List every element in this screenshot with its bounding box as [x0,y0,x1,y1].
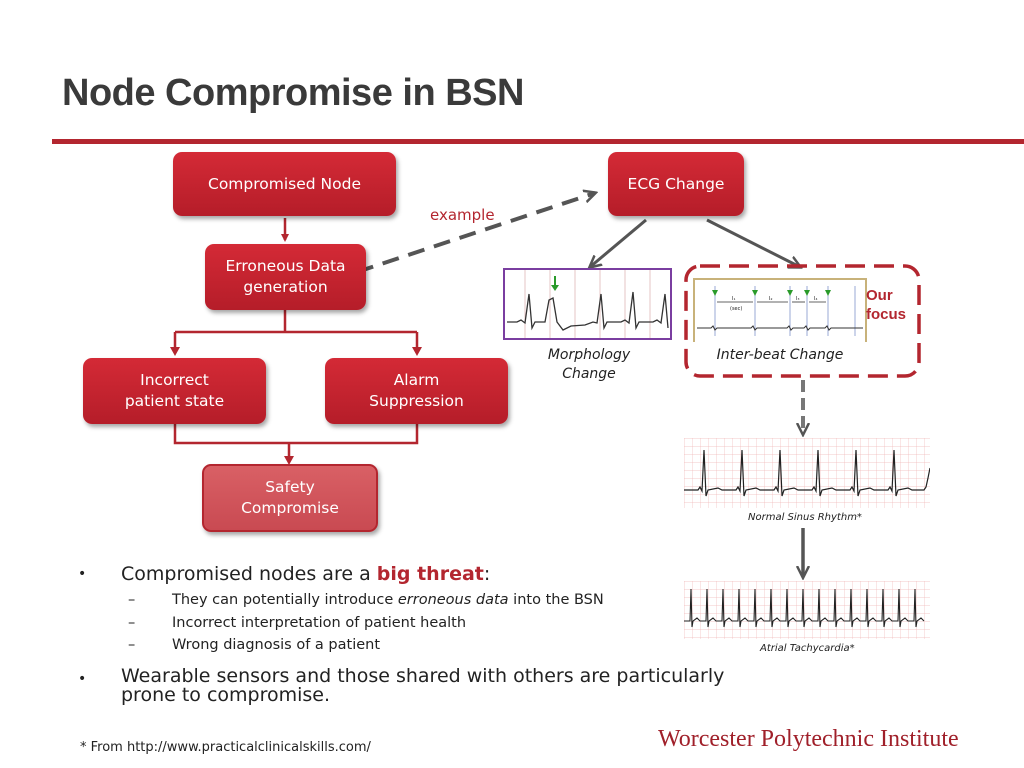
bullet-list: • Compromised nodes are a big threat: – … [78,563,778,709]
dash-marker: – [128,614,136,631]
sub-bullet-1-italic: erroneous data [397,592,509,608]
arrow-ecg-to-interbeat [706,218,800,267]
morphology-ecg-trace [507,270,669,338]
page-title: Node Compromise in BSN [62,72,524,114]
interbeat-tick-1: I₁ [732,296,735,302]
interbeat-tick-4: I₄ [814,296,817,302]
bullet-marker: • [78,670,87,687]
bullet-item-2: • Wearable sensors and those shared with… [78,664,778,706]
alarm-suppression-label: Alarm Suppression [369,371,464,410]
interbeat-unit: (sec) [730,306,742,312]
bullet-1-post: : [483,563,491,585]
atrial-tachy-strip [684,581,930,639]
interbeat-ecg-image: I₁ I₂ I₃ I₄ (sec) [693,278,867,342]
sub-bullet-2: – Incorrect interpretation of patient he… [78,612,778,635]
sub-bullet-1: – They can potentially introduce erroneo… [78,589,778,612]
normal-sinus-trace [684,438,931,508]
footnote: * From http://www.practicalclinicalskill… [80,740,371,755]
sub-bullet-3: – Wrong diagnosis of a patient [78,634,778,657]
normal-sinus-caption: Normal Sinus Rhythm* [748,512,862,523]
institution-logo-text: Worcester Polytechnic Institute [658,726,959,752]
our-focus-label: Our focus [866,287,907,323]
sub-bullet-3-text: Wrong diagnosis of a patient [172,637,381,653]
incorrect-state-label: Incorrect patient state [124,371,225,410]
sub-bullet-1-pre: They can potentially introduce [172,592,398,608]
morphology-ecg-image [503,268,672,340]
normal-sinus-strip [684,438,931,508]
interbeat-tick-3: I₃ [796,296,799,302]
title-divider [52,139,1024,144]
interbeat-tick-2: I₂ [769,296,772,302]
incorrect-state-box: Incorrect patient state [83,358,266,424]
ecg-change-box: ECG Change [608,152,744,216]
arrow-ecg-to-morphology [590,218,647,267]
sub-bullet-2-text: Incorrect interpretation of patient heal… [172,614,467,631]
our-focus-outline [684,264,921,378]
interbeat-change-caption: Inter-beat Change [716,347,844,363]
bullet-item-1: • Compromised nodes are a big threat: [78,563,778,585]
morphology-change-caption: Morphology Change [547,347,631,382]
example-arrow [356,193,595,274]
ecg-change-label: ECG Change [627,174,725,193]
dash-marker: – [128,592,136,608]
safety-compromise-label: Safety Compromise [241,478,339,517]
compromised-node-label: Compromised Node [208,174,361,193]
erroneous-data-label: Erroneous Data generation [225,257,346,296]
dash-marker: – [128,637,136,653]
atrial-tachy-caption: Atrial Tachycardia* [760,643,855,654]
compromised-node-box: Compromised Node [173,152,396,216]
erroneous-data-box: Erroneous Data generation [205,244,366,310]
connector-erroneous-split [173,310,419,353]
interbeat-ecg-trace: I₁ I₂ I₃ I₄ (sec) [697,286,863,336]
atrial-tachy-trace [684,581,930,639]
connector-merge-safety [173,424,419,461]
bullet-1-text: Compromised nodes are a [121,563,377,585]
bullet-1-accent: big threat [376,563,484,585]
sub-bullet-1-post: into the BSN [508,592,604,608]
bullet-marker: • [78,566,87,582]
bullet-2-text: Wearable sensors and those shared with o… [121,664,725,706]
safety-compromise-box: Safety Compromise [202,464,378,532]
example-label: example [430,206,495,224]
alarm-suppression-box: Alarm Suppression [325,358,508,424]
